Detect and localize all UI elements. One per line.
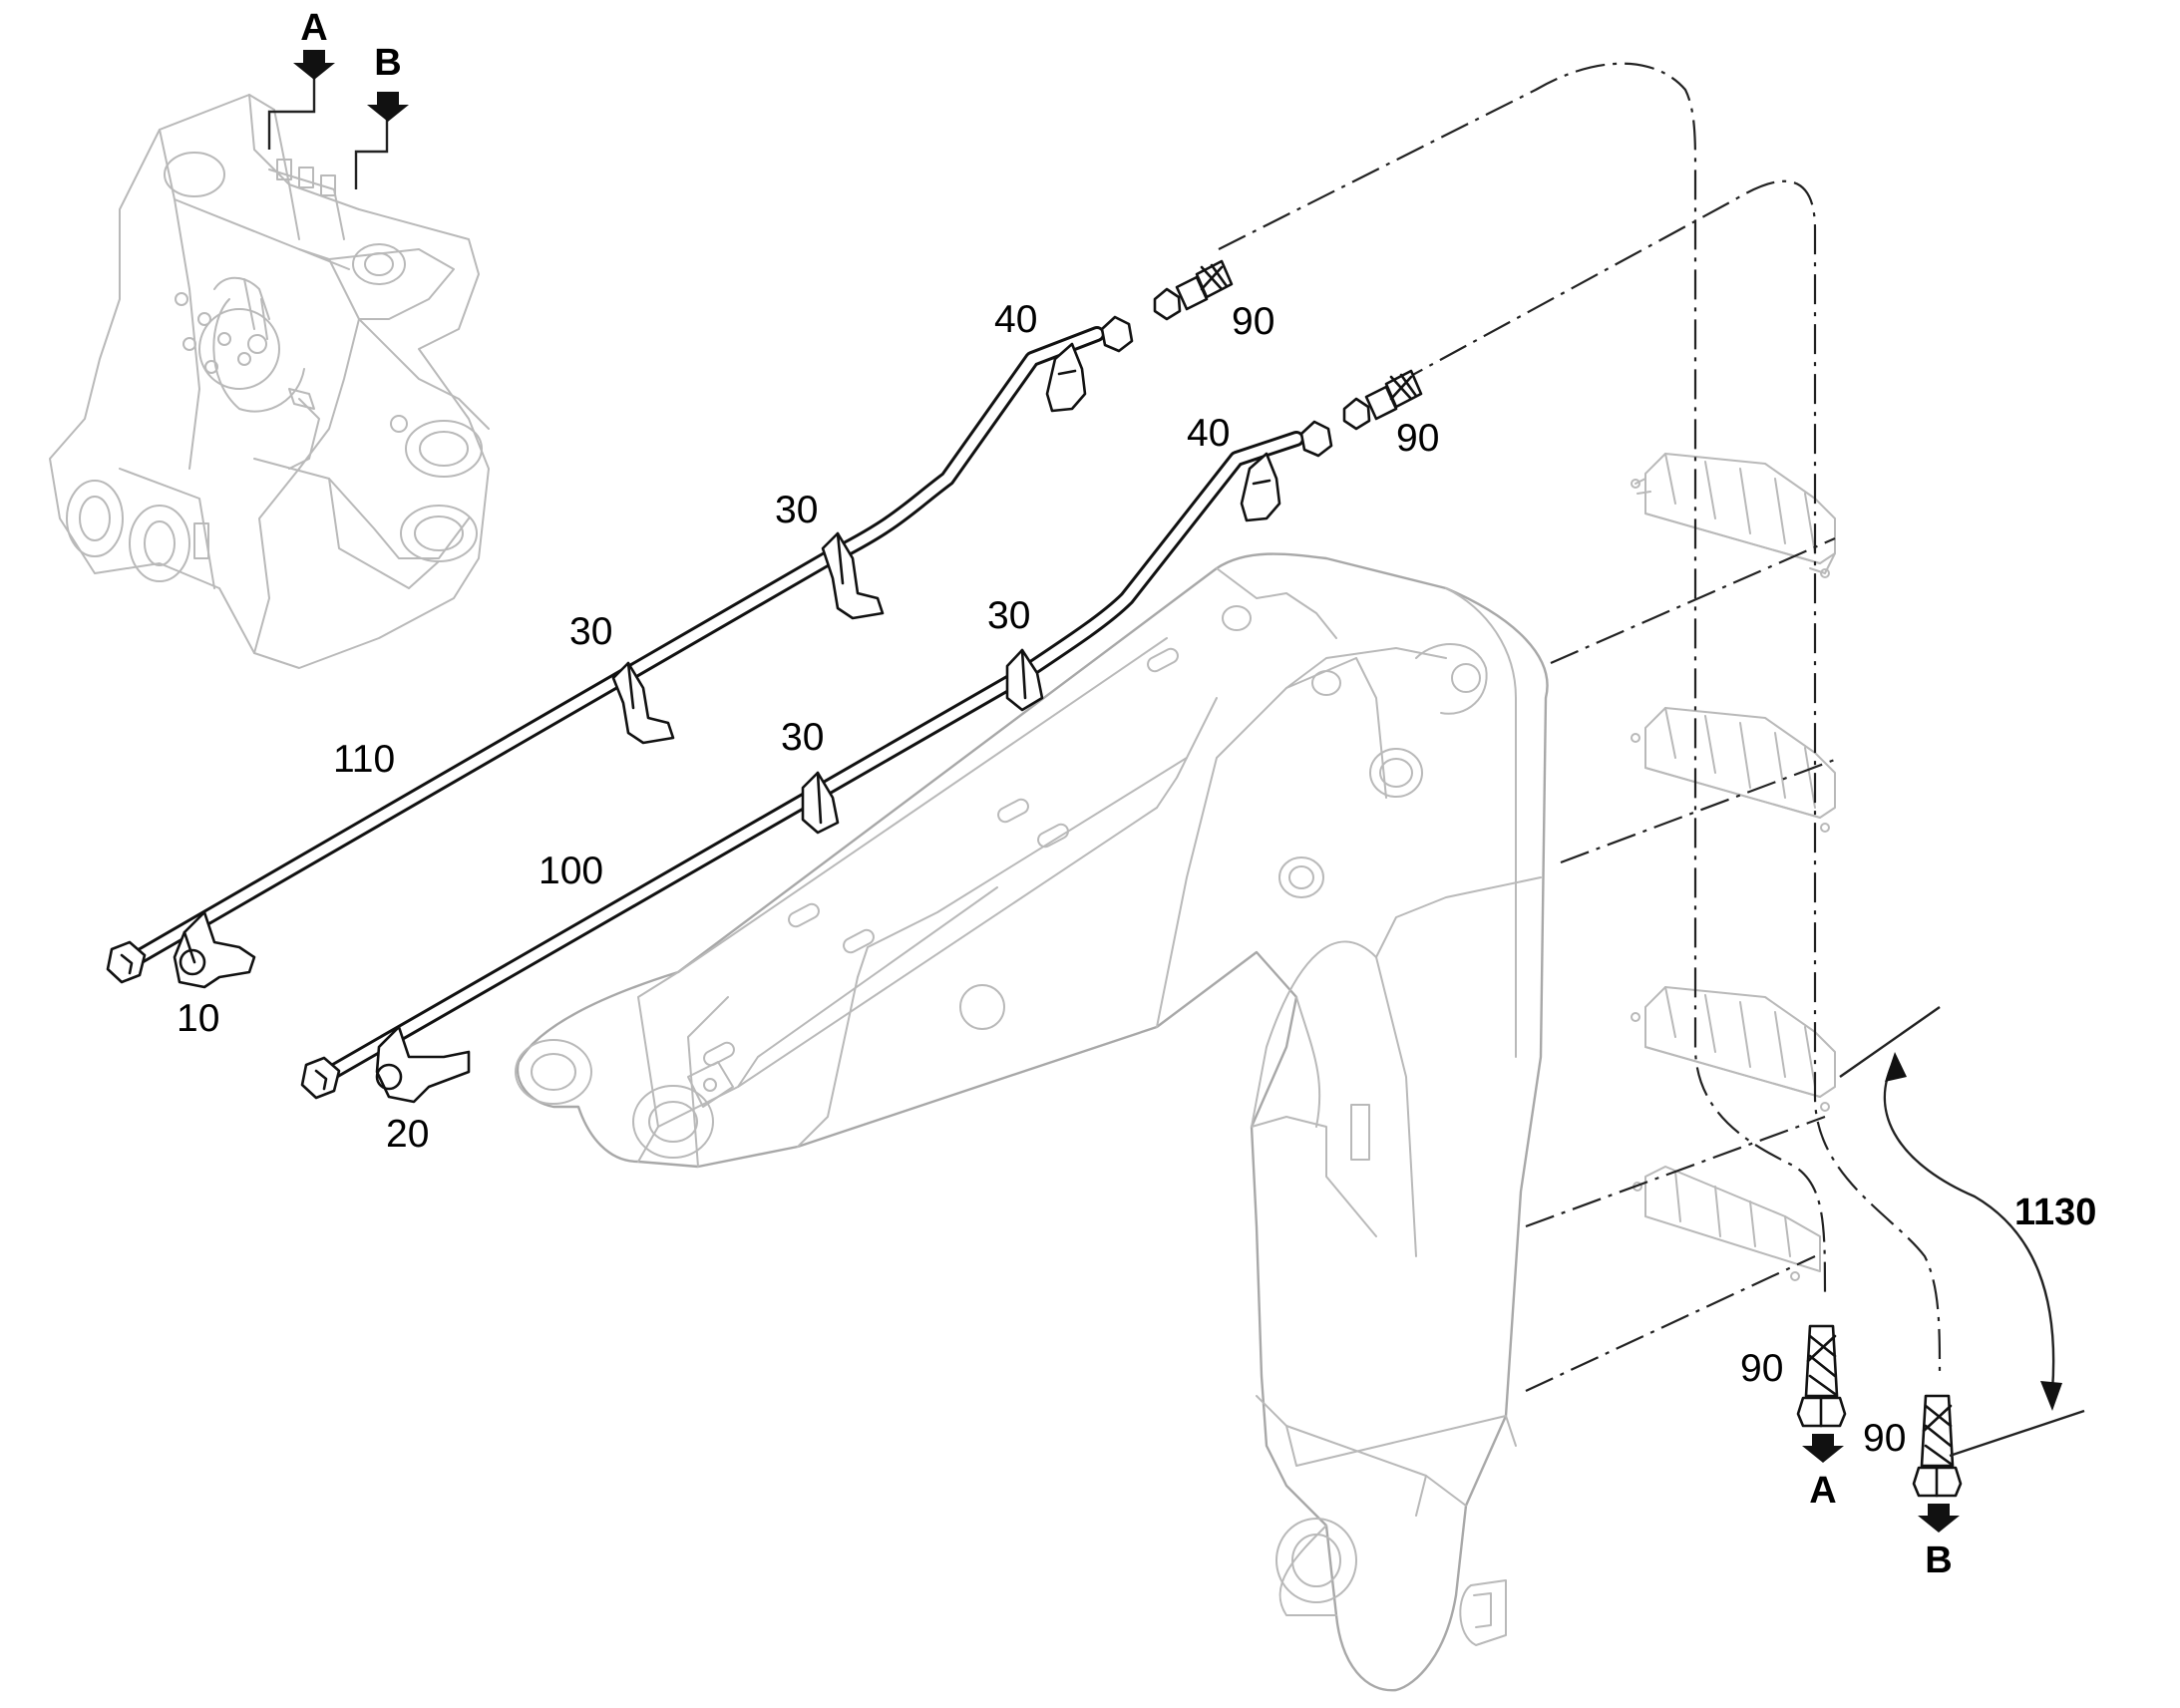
- boom-drawing: [515, 552, 1549, 1692]
- label-90-upper: 90: [1232, 300, 1274, 343]
- label-100: 100: [539, 850, 603, 892]
- inset-hose-markers: A B: [267, 7, 409, 189]
- pipe-end-nut-10: [106, 940, 147, 984]
- down-arrow-icon: [367, 92, 409, 122]
- pipe-end-fitting-upper: [1100, 315, 1134, 353]
- clamp-30-c: [1005, 648, 1044, 712]
- clamp-30-d: [801, 771, 840, 835]
- clamp-40-upper: [1045, 342, 1087, 413]
- clamp-10: [173, 910, 256, 989]
- hose-clamp-blocks: [1631, 453, 1836, 1281]
- clamp-20: [375, 1025, 471, 1104]
- outlet-markers: A B: [1802, 1434, 1960, 1581]
- clamp-block-4: [1633, 1166, 1821, 1281]
- hose-b-label-bottom: B: [1925, 1539, 1952, 1581]
- label-10: 10: [177, 997, 219, 1040]
- clamp-block-2: [1631, 707, 1836, 833]
- adapter-90-lower-a: [1796, 1324, 1847, 1428]
- pipe-end-fitting-lower: [1299, 420, 1333, 458]
- leader-line-b: [354, 118, 389, 189]
- hose-a-label-bottom: A: [1809, 1470, 1836, 1512]
- adapter-90-middle: [1342, 369, 1423, 431]
- label-40-lower: 40: [1187, 412, 1230, 455]
- pipe-end-nut-20: [300, 1056, 341, 1100]
- callout-labels: 90 90 40 40 30 30 30 30 110 100 10 20 11…: [177, 298, 2096, 1460]
- clamp-block-1: [1631, 453, 1836, 578]
- hose-routing-centerlines: [1218, 62, 1942, 1392]
- down-arrow-icon: [1802, 1434, 1844, 1463]
- bracket-inset-drawing: [49, 94, 490, 669]
- clamp-30-a: [611, 661, 675, 745]
- down-arrow-icon: [293, 50, 335, 80]
- label-20: 20: [386, 1113, 429, 1156]
- label-1130: 1130: [2014, 1192, 2096, 1233]
- label-90-lower-b: 90: [1863, 1417, 1906, 1460]
- adapter-90-upper: [1153, 259, 1234, 321]
- adapter-90-lower-b: [1912, 1394, 1963, 1498]
- label-30-b: 30: [569, 610, 612, 653]
- label-30-a: 30: [775, 489, 818, 531]
- leader-line-a: [267, 68, 316, 150]
- label-90-lower-a: 90: [1740, 1347, 1783, 1390]
- clamp-40-lower: [1240, 452, 1281, 522]
- label-30-c: 30: [987, 594, 1030, 637]
- hose-a-label-top: A: [300, 7, 327, 49]
- clamp-block-3: [1631, 986, 1836, 1112]
- label-90-middle: 90: [1396, 417, 1439, 460]
- pipe-110: [122, 326, 1105, 970]
- label-40-upper: 40: [994, 298, 1037, 341]
- down-arrow-icon: [1918, 1504, 1960, 1533]
- label-110: 110: [333, 738, 395, 781]
- label-30-d: 30: [781, 716, 824, 759]
- item-1130-indicator: [1839, 1006, 2085, 1458]
- clamp-30-b: [821, 531, 885, 620]
- hose-b-label-top: B: [374, 42, 401, 84]
